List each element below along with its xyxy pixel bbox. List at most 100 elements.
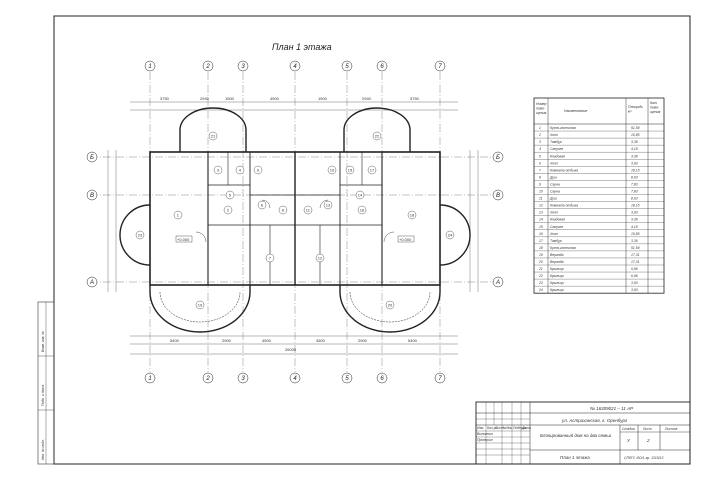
- explication-number: 6: [539, 161, 541, 165]
- stamp-role-3: Лист: [494, 426, 504, 430]
- explication-area: 51,59: [631, 246, 640, 250]
- side-stamp-label-2: Подп. и дата: [41, 385, 45, 406]
- axis-label: В: [496, 193, 500, 199]
- dimension-label: 5400: [170, 338, 180, 343]
- stamp-sheet-name: План 1 этажа: [560, 455, 590, 460]
- explication-name: Сауна: [550, 190, 560, 194]
- room-marker: [385, 300, 395, 310]
- room-number: 5: [229, 192, 232, 197]
- explication-area: 3,93: [631, 211, 638, 215]
- explication-name: Тамбур: [550, 239, 562, 243]
- explication-number: 8: [539, 175, 541, 179]
- dimension-label: 2900: [358, 338, 368, 343]
- room-number: 6: [261, 202, 264, 207]
- room-marker: [257, 200, 267, 210]
- room-number: 22: [375, 133, 380, 138]
- dimension-label: 3750: [160, 96, 170, 101]
- explication-area: 3,36: [631, 239, 638, 243]
- explication-name: Комната отдыха: [550, 168, 578, 172]
- explication-number: 14: [539, 218, 543, 222]
- axis-label: 1: [148, 376, 151, 382]
- axis-bubble: [86, 276, 98, 288]
- dimension-label: 1500: [225, 96, 235, 101]
- axis-label: 4: [293, 376, 297, 382]
- room-number: 14: [358, 192, 363, 197]
- axis-bubble: [492, 151, 504, 163]
- explication-header: Номер: [536, 102, 547, 106]
- dimension-label: 2940: [362, 96, 372, 101]
- axis-bubble: [492, 276, 504, 288]
- room-number: 19: [198, 302, 203, 307]
- room-marker: [315, 253, 325, 263]
- axis-label: А: [89, 280, 94, 286]
- floor-mark-left: +0.000: [177, 237, 190, 242]
- stamp-role-4: №док.: [503, 426, 513, 430]
- room-marker: [265, 253, 275, 263]
- room-number: 2: [227, 207, 230, 212]
- room-number: 13: [326, 202, 331, 207]
- axis-bubble: [237, 372, 249, 384]
- explication-name: Санузел: [550, 147, 563, 151]
- stamp-made: Выполнил: [477, 432, 493, 436]
- room-number: 12: [318, 255, 323, 260]
- axis-label: 5: [345, 376, 349, 382]
- room-marker: [445, 230, 455, 240]
- axis-label: 7: [438, 376, 442, 382]
- explication-number: 10: [539, 190, 543, 194]
- side-stamp: Инв. № подл. Подп. и дата Взам. инв. №: [37, 301, 55, 465]
- stamp-org: СПбГУ, ИСИ, гр. 1315/13: [624, 456, 663, 460]
- axis-bubble: [376, 372, 388, 384]
- room-marker: [367, 165, 377, 175]
- explication-area: 17,31: [631, 253, 640, 257]
- stamp-sheet-header: Лист: [642, 427, 652, 431]
- axis-label: 5: [345, 64, 349, 70]
- room-number: 24: [448, 232, 453, 237]
- room-number: 9: [257, 167, 260, 172]
- room-marker: [278, 205, 288, 215]
- floor-level-marks: +0.000 +0.000: [175, 235, 415, 243]
- explication-header: поме-: [536, 107, 546, 111]
- stamp-role-5: Подпись: [513, 426, 527, 430]
- building-walls: [119, 107, 471, 333]
- sheet-frame: [53, 15, 691, 465]
- explication-name: Крыльцо: [550, 267, 564, 271]
- stamp-role-1: Изм.: [477, 426, 484, 430]
- explication-number: 20: [538, 260, 543, 264]
- stamp-sheet-no: 2: [646, 438, 650, 443]
- explication-area: 4,19: [631, 147, 638, 151]
- stamp-stage: У: [627, 438, 631, 443]
- explication-number: 5: [539, 154, 541, 158]
- explication-area: 18,15: [631, 168, 640, 172]
- explication-number: 17: [539, 239, 543, 243]
- explication-name: Веранда: [550, 253, 564, 257]
- explication-area: 3,93: [631, 288, 638, 292]
- explication-area: 3,36: [631, 140, 638, 144]
- side-stamp-label-3: Взам. инв. №: [41, 331, 45, 352]
- dimension-label: 4500: [262, 338, 272, 343]
- room-marker: [195, 300, 205, 310]
- stamp-sheets-header: Листов: [664, 427, 678, 431]
- axis-label: 7: [438, 64, 442, 70]
- explication-name: Кухня-гостиная: [550, 126, 576, 130]
- title-block: № 16309021 – 11 АР ул. Астраханская, г. …: [475, 401, 691, 465]
- side-stamp-label-1: Инв. № подл.: [41, 439, 45, 460]
- explication-area: 10,85: [631, 133, 640, 137]
- explication-name: Холл: [549, 161, 558, 165]
- explication-header: щения: [650, 110, 661, 114]
- explication-number: 18: [539, 246, 543, 250]
- room-marker: [357, 205, 367, 215]
- explication-number: 21: [538, 267, 543, 271]
- axis-label: 2: [205, 376, 210, 382]
- room-number: 4: [239, 167, 242, 172]
- explication-area: 6,96: [631, 274, 638, 278]
- room-number: 15: [348, 167, 353, 172]
- explication-area: 7,83: [631, 182, 638, 186]
- room-marker: [208, 131, 218, 141]
- dimension-label: 3750: [410, 96, 420, 101]
- axis-bubble: [434, 372, 446, 384]
- explication-name: Душ: [549, 197, 557, 201]
- explication-number: 24: [538, 288, 543, 292]
- axis-label: 6: [380, 376, 384, 382]
